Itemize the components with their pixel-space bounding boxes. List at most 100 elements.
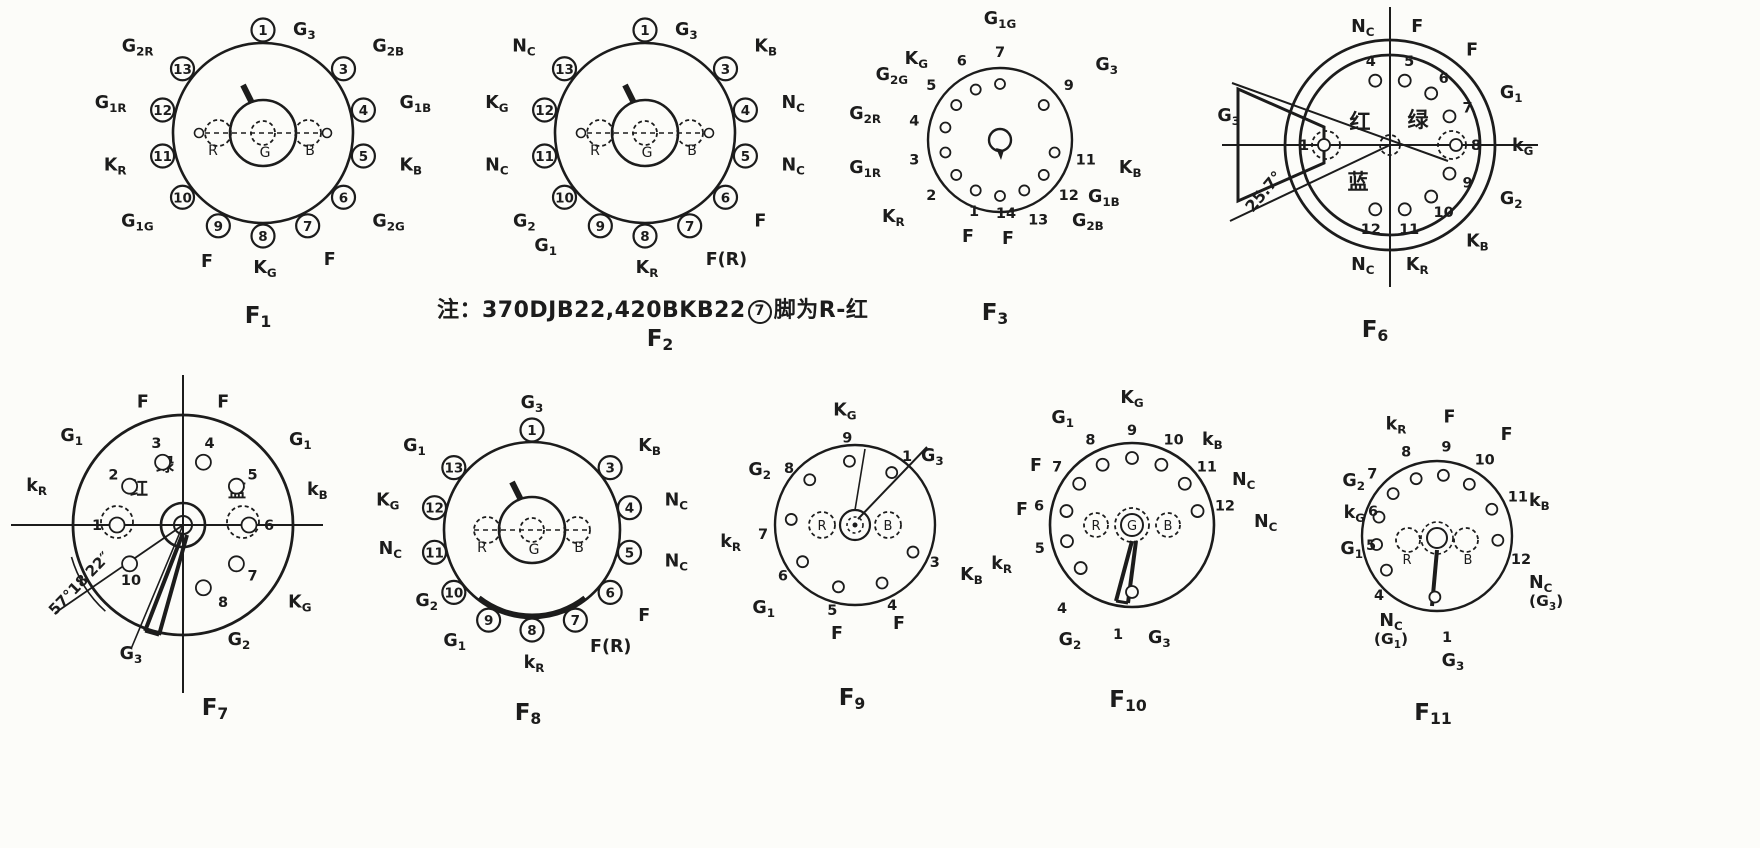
pin-1 bbox=[969, 184, 982, 197]
pin-1 bbox=[1125, 585, 1139, 599]
base-ring bbox=[171, 41, 355, 225]
pin-number: 11 bbox=[425, 545, 444, 561]
pin-7 bbox=[562, 607, 588, 633]
deco-circle bbox=[294, 119, 322, 147]
pin-label: G1 bbox=[403, 436, 426, 458]
pin-1 bbox=[519, 417, 545, 443]
pin-label: NC bbox=[1351, 255, 1374, 277]
deco-circle bbox=[1426, 527, 1448, 549]
pin-number: 8 bbox=[258, 229, 267, 245]
pin-5 bbox=[1060, 534, 1074, 549]
pin-label: NC bbox=[1379, 611, 1402, 633]
pin-number: 10 bbox=[121, 573, 141, 589]
pin-number: 4 bbox=[1366, 54, 1376, 70]
pin-label: NC bbox=[379, 539, 402, 561]
pin-number: 13 bbox=[1028, 212, 1048, 228]
pin-number: 1 bbox=[258, 23, 267, 39]
pin-label: G2B bbox=[1072, 211, 1104, 233]
deco-line bbox=[1229, 144, 1391, 222]
pin-label: KB bbox=[638, 436, 661, 458]
pin-label: G2B bbox=[372, 37, 404, 59]
pin-3 bbox=[597, 455, 623, 481]
deco-circle bbox=[586, 119, 614, 147]
pin-number: 12 bbox=[1059, 188, 1079, 204]
pin-label: kG bbox=[1344, 503, 1365, 525]
pin-1 bbox=[885, 466, 899, 479]
pin-7 bbox=[1386, 487, 1400, 501]
pin-label: G2R bbox=[122, 37, 154, 59]
pin-label: F bbox=[1030, 456, 1042, 476]
base-ring bbox=[773, 443, 937, 607]
pin-number: 9 bbox=[1462, 175, 1472, 191]
deco-line bbox=[144, 629, 160, 637]
pin-5 bbox=[832, 580, 845, 594]
pin-label: G1 bbox=[443, 631, 466, 653]
pin-number: 4 bbox=[205, 436, 215, 452]
pin-6 bbox=[597, 579, 623, 605]
pin-label: G3 bbox=[675, 20, 698, 42]
pin-label: G1 bbox=[1340, 539, 1363, 561]
pin-8 bbox=[250, 223, 276, 249]
pin-number: 4 bbox=[887, 598, 897, 614]
pin-6 bbox=[796, 555, 809, 569]
pin-number: 11 bbox=[1399, 222, 1419, 238]
pin-11 bbox=[1485, 502, 1499, 516]
pin-number: 6 bbox=[778, 568, 788, 584]
pin-label: G1 bbox=[1500, 83, 1523, 105]
pin-number: 1 bbox=[527, 423, 536, 439]
pin-label: F bbox=[324, 250, 336, 270]
pin-number: 6 bbox=[264, 518, 274, 534]
pin-label: F bbox=[1466, 41, 1478, 61]
deco-circle bbox=[874, 511, 902, 539]
pin-label: G3 bbox=[1148, 628, 1171, 650]
pin-number: 1 bbox=[1442, 630, 1452, 646]
pin-label: F bbox=[1501, 425, 1513, 445]
deco-text: 蓝 bbox=[1348, 170, 1369, 194]
pin-label: G2 bbox=[228, 630, 251, 652]
pin-7 bbox=[784, 513, 798, 526]
pin-label: F bbox=[217, 392, 229, 412]
figure-caption: F9 bbox=[839, 685, 866, 713]
pin-label: G2 bbox=[1059, 630, 1082, 652]
pin-number: 10 bbox=[1475, 453, 1495, 469]
pin-number: 1 bbox=[1299, 138, 1309, 154]
pin-8 bbox=[194, 579, 212, 597]
pin-number: 7 bbox=[758, 527, 768, 543]
pin-label2: (G3) bbox=[1529, 592, 1563, 613]
deco-text: R bbox=[817, 519, 826, 534]
pin-label: G3 bbox=[1442, 651, 1465, 673]
pin-7 bbox=[1072, 476, 1087, 491]
pin-number: 9 bbox=[1127, 423, 1137, 439]
pin-7 bbox=[1442, 109, 1457, 124]
figure-caption: F7 bbox=[202, 695, 229, 723]
pin-label: G3 bbox=[120, 644, 143, 666]
pin-12 bbox=[1368, 202, 1383, 217]
pin-9 bbox=[1125, 451, 1139, 465]
pin-label: KG bbox=[485, 93, 508, 115]
pin-9 bbox=[476, 607, 502, 633]
pin-number: 7 bbox=[248, 569, 258, 585]
pin-label: G3 bbox=[1217, 106, 1240, 128]
pin-number: 12 bbox=[425, 501, 444, 517]
pin-label: F(R) bbox=[706, 250, 747, 270]
deco-text: R bbox=[477, 540, 487, 556]
pin-label: F bbox=[638, 606, 650, 626]
pin-number: 13 bbox=[555, 62, 574, 78]
pin-label: G2R bbox=[849, 104, 881, 126]
pin-number: 6 bbox=[605, 585, 614, 601]
pin-number: 8 bbox=[640, 229, 649, 245]
deco-line bbox=[509, 480, 524, 502]
figure-caption: F8 bbox=[515, 700, 542, 728]
pin-number: 5 bbox=[625, 545, 634, 561]
deco-line bbox=[1115, 599, 1129, 605]
pin-label: kB bbox=[1202, 430, 1223, 452]
pin-4 bbox=[1073, 561, 1088, 575]
pin-label: NC bbox=[1529, 573, 1552, 595]
figure-caption: F10 bbox=[1109, 687, 1147, 715]
deco-circle bbox=[563, 516, 591, 544]
pin-1 bbox=[1317, 138, 1331, 152]
